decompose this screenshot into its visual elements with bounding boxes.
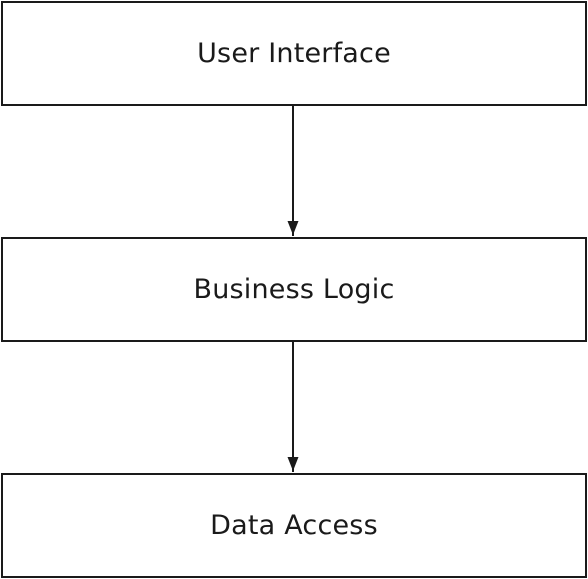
- layer-label-business-logic: Business Logic: [193, 274, 395, 305]
- layer-label-user-interface: User Interface: [197, 38, 391, 69]
- layer-label-data-access: Data Access: [210, 510, 378, 541]
- arrowhead-business-logic-to-data-access: [287, 457, 299, 471]
- layer-box-user-interface: User Interface: [1, 1, 587, 106]
- layer-box-data-access: Data Access: [1, 473, 587, 578]
- arrowhead-ui-to-business-logic: [287, 221, 299, 235]
- layer-box-business-logic: Business Logic: [1, 237, 587, 342]
